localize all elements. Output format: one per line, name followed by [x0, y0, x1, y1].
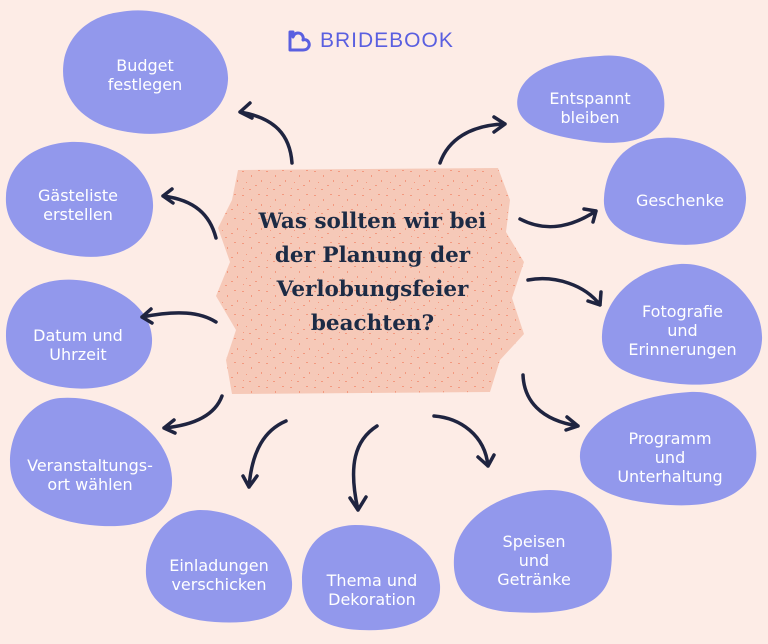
topic-gaesteliste: Gästeliste erstellen [38, 186, 118, 224]
arrow-datum [140, 307, 218, 325]
topic-fotografie: Fotografie und Erinnerungen [628, 301, 737, 359]
center-shape [216, 168, 524, 394]
blob-datum [5, 279, 153, 389]
arrow-budget [238, 101, 294, 165]
topic-datum: Datum und Uhrzeit [33, 326, 123, 364]
center-line: beachten? [310, 311, 435, 336]
arrows [140, 101, 603, 512]
arrow-fotografie [526, 277, 603, 307]
topic-budget: Budget festlegen [107, 56, 183, 94]
blob-speisen [453, 490, 612, 613]
blob-einladungen [145, 510, 293, 623]
topic-veranstaltung: Veranstaltungs- ort wählen [27, 456, 153, 494]
arrow-geschenke [518, 207, 598, 229]
arrow-veranstaltung [162, 394, 224, 435]
blob-gaesteliste [5, 141, 154, 257]
arrow-thema [348, 424, 379, 512]
arrow-gaesteliste [161, 187, 218, 240]
brand-logo: BRIDEBOOK [286, 26, 454, 56]
arrow-entspannt [438, 115, 507, 165]
topic-entspannt: Entspannt bleiben [549, 89, 631, 127]
arrow-speisen [432, 414, 496, 468]
blob-thema [302, 525, 441, 631]
heart-outline-icon [288, 30, 311, 52]
topic-blobs [5, 10, 763, 631]
center-question: Was sollten wir bei der Planung der Verl… [225, 205, 520, 341]
topic-einladungen: Einladungen verschicken [169, 556, 269, 594]
topic-speisen: Speisen und Getränke [497, 531, 571, 589]
blob-entspannt [517, 55, 665, 143]
blob-geschenke [603, 137, 747, 245]
topic-thema: Thema und Dekoration [326, 571, 418, 609]
center-line: Verlobungsfeier [276, 277, 469, 302]
topic-programm: Programm und Unterhaltung [617, 429, 723, 486]
blob-budget [63, 10, 229, 134]
blob-fotografie [601, 263, 763, 385]
arrow-programm [521, 373, 580, 432]
center-line: Was sollten wir bei [258, 209, 487, 234]
brand-name: BRIDEBOOK [320, 29, 454, 52]
blob-programm [579, 391, 757, 506]
blob-veranstaltung [10, 397, 173, 527]
arrow-einladungen [241, 419, 288, 489]
center-line: der Planung der [274, 243, 471, 268]
topic-geschenke: Geschenke [635, 190, 725, 210]
